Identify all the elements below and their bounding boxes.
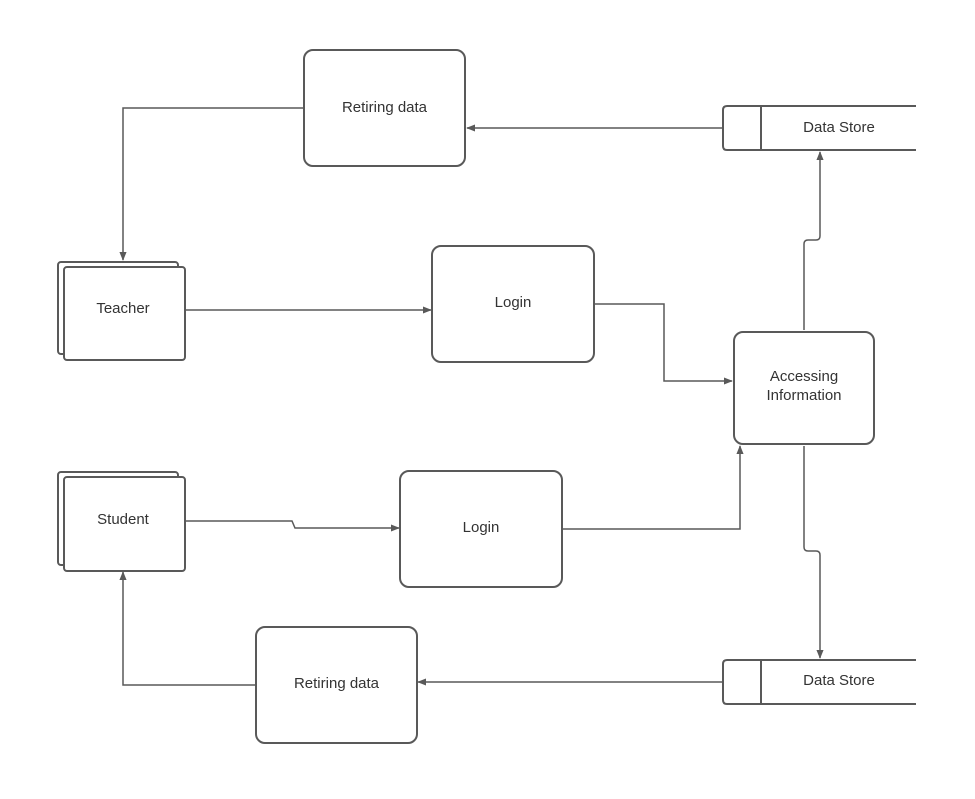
flow-login-bottom-to-accessing bbox=[563, 445, 744, 530]
entity-student-label: Student bbox=[97, 511, 150, 528]
process-login-bottom: Login bbox=[399, 470, 563, 588]
flow-accessing-to-store-bottom bbox=[803, 446, 824, 659]
flow-retiring-bottom-to-student bbox=[119, 571, 256, 686]
entity-teacher-label: Teacher bbox=[96, 300, 149, 317]
process-retiring-data-top: Retiring data bbox=[303, 49, 466, 167]
flow-student-to-login-bottom bbox=[186, 520, 400, 532]
entity-student: Student bbox=[57, 471, 186, 572]
process-accessing-information-line2: Information bbox=[766, 387, 841, 404]
process-login-bottom-label: Login bbox=[463, 519, 500, 536]
flow-accessing-to-store-top bbox=[803, 151, 824, 330]
process-login-top: Login bbox=[431, 245, 595, 363]
process-login-top-label: Login bbox=[495, 294, 532, 311]
data-store-top-label: Data Store bbox=[803, 119, 875, 136]
data-store-bottom: Data Store bbox=[722, 659, 916, 705]
process-accessing-information: Accessing Information bbox=[733, 331, 875, 445]
data-store-bottom-label: Data Store bbox=[803, 672, 875, 689]
flow-login-top-to-accessing bbox=[595, 303, 733, 385]
process-retiring-data-top-label: Retiring data bbox=[342, 99, 428, 116]
process-retiring-data-bottom: Retiring data bbox=[255, 626, 418, 744]
entity-teacher: Teacher bbox=[57, 261, 186, 361]
process-retiring-data-bottom-label: Retiring data bbox=[294, 675, 380, 692]
flow-retiring-top-to-teacher bbox=[119, 107, 304, 261]
data-store-top: Data Store bbox=[722, 105, 916, 151]
process-accessing-information-line1: Accessing bbox=[770, 368, 838, 385]
